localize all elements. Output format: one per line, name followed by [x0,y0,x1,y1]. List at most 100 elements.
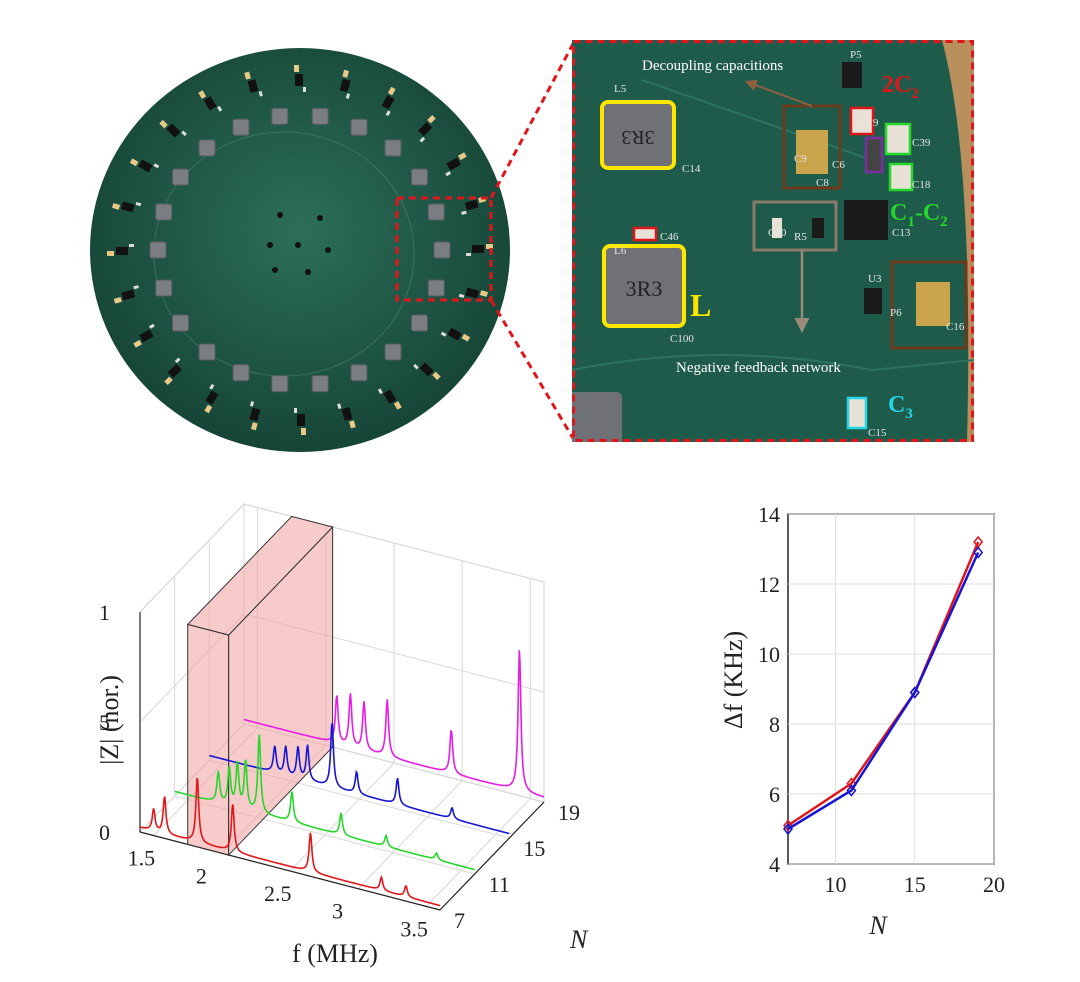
board-inductor [232,118,250,136]
delta-f-grid [787,513,995,865]
waterfall-series [139,650,545,907]
board-pin [272,267,278,273]
zoomed-inset-border [572,40,974,442]
board-inductor [384,343,402,361]
silkscreen-label: C8 [816,177,829,189]
negative-feedback-highlight [752,200,838,252]
delta-f-series-line [787,541,980,827]
board-component-cluster [339,69,351,99]
negative-feedback-label: Negative feedback network [676,360,841,376]
inductor-bottom-highlight [602,244,686,328]
delta-f-point [846,784,857,797]
c3-highlight [846,396,868,430]
board-component-cluster [294,65,306,92]
purple-highlight [864,136,884,174]
x-tick-label: 3 [332,899,343,924]
x-tick-label: 2 [196,863,207,888]
board-pin [295,242,301,248]
zoomed-inset: 3R3 3R3 [562,40,975,452]
board-component-cluster [249,401,261,431]
u3-chip [844,200,888,240]
inductor-bottom-marking: 3R3 [626,276,663,301]
pcb-photo [80,40,520,460]
silkscreen-label: C13 [892,227,911,239]
board-inductor [198,139,216,157]
delta-f-series-line [787,551,980,831]
delta-f-point [909,686,920,699]
y-axis-label: N [569,925,589,954]
board-component-cluster [133,323,155,348]
grid-line [139,503,545,613]
board-inductor [311,375,329,393]
delta-f-point [973,546,984,559]
silkscreen-label: C16 [946,321,965,333]
delta-f-y-label: Δf (KHz) [720,631,748,729]
waterfall-series-line [209,722,510,835]
z-axis-label: |Z| (nor.) [100,675,124,765]
waterfall-series-line [174,734,475,871]
silkscreen-label: L6 [614,245,627,257]
silkscreen-label: C6 [832,159,845,171]
board-pin [267,242,273,248]
silkscreen-label: R5 [794,231,807,243]
board-component-cluster [337,403,356,429]
board-inductor [384,139,402,157]
y-tick-label: 15 [523,836,545,861]
shaded-band-face [186,515,334,636]
board-component-cluster [381,86,396,117]
decoupling-label: Decoupling capacitions [642,58,783,74]
z-tick-label: 1 [100,600,110,625]
delta-f-series [783,535,984,836]
2c2-highlight [849,106,875,136]
board-inductor [350,364,368,382]
delta-f-point [783,819,793,832]
board-component-cluster [440,327,471,342]
y-tick-label: 10 [758,642,780,667]
c46-highlight [632,226,658,242]
waterfall-series-line [139,777,441,907]
board-inductor [271,375,289,393]
board-inductor [155,279,173,297]
board-inductor [410,168,428,186]
board-component-cluster [294,408,306,435]
inductor-top-highlight [600,100,676,170]
zoomed-board-image: 3R3 3R3 [562,40,975,452]
delta-f-point [783,822,793,836]
board-inductor [410,314,428,332]
board-component-cluster [107,244,134,256]
board-inductor [172,168,190,186]
silkscreen-label: C9 [794,153,807,165]
board-inductor [155,203,173,221]
board-component-cluster [198,90,223,112]
silkscreen-label: U3 [868,273,882,285]
board-component-cluster [377,388,402,410]
delta-f-x-label: N [868,911,888,940]
silkscreen-label: C19 [860,117,879,129]
zoom-region-marker [395,196,493,302]
circular-pcb [90,48,510,452]
board-component-cluster [458,287,488,299]
board-inductor [350,118,368,136]
inductor-ring [149,107,451,393]
c2-highlight [888,162,914,192]
silkscreen-label: C15 [868,427,887,439]
board-inductor [311,107,329,125]
x-tick-label: 3.5 [400,916,428,941]
outer-component-ring [107,65,493,435]
c3-label: C3 [888,392,913,422]
y-tick-label: 11 [489,872,510,897]
board-pin [317,215,323,221]
z-tick-label: 0 [100,820,110,845]
board-component-cluster [445,152,467,177]
x-tick-label: 1.5 [128,846,156,871]
plot-frame [787,513,995,865]
silkscreen-label: C100 [670,333,694,345]
inductor-label: L [690,287,711,323]
x-tick-label: 20 [983,872,1005,897]
pcb-board-image [90,48,510,452]
y-tick-label: 8 [769,712,780,737]
